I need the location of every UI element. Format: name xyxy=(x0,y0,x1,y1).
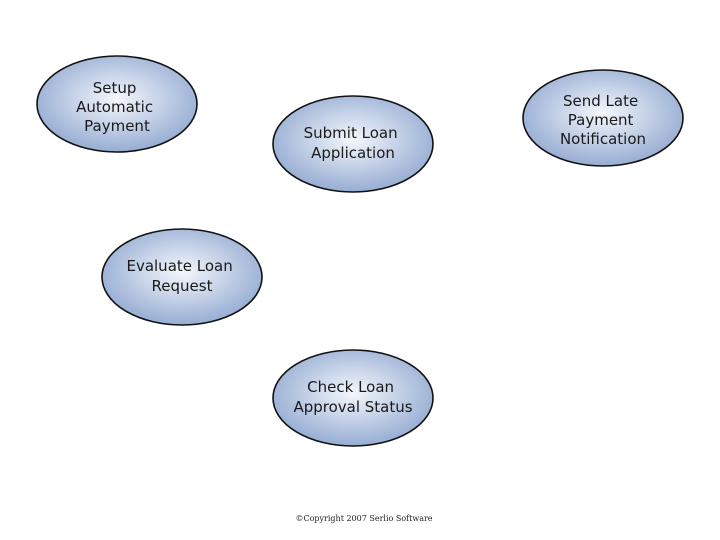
use-case-send-late-payment-notification[interactable]: Send Late Payment Notification xyxy=(522,69,684,167)
use-case-ellipse xyxy=(522,69,684,167)
label-line: Payment xyxy=(568,111,634,129)
use-case-label: Evaluate Loan Request xyxy=(126,257,237,295)
label-line: Evaluate Loan xyxy=(126,257,232,275)
copyright-footer: ©Copyright 2007 Serlio Software xyxy=(0,514,720,523)
use-case-label: Setup Automatic Payment xyxy=(76,79,158,135)
label-line: Automatic xyxy=(76,98,153,116)
use-case-submit-loan-application[interactable]: Submit Loan Application xyxy=(272,95,434,193)
label-line: Application xyxy=(311,144,395,162)
label-line: Approval Status xyxy=(293,398,412,416)
label-line: Submit Loan xyxy=(304,124,398,142)
copyright-text: ©Copyright 2007 Serlio Software xyxy=(295,514,433,523)
label-line: Request xyxy=(152,277,213,295)
use-case-setup-automatic-payment[interactable]: Setup Automatic Payment xyxy=(36,55,198,153)
use-case-check-loan-approval-status[interactable]: Check Loan Approval Status xyxy=(272,349,434,447)
use-case-label: Send Late Payment Notification xyxy=(560,92,646,148)
label-line: Notification xyxy=(560,130,646,148)
label-line: Check Loan xyxy=(307,378,394,396)
use-case-evaluate-loan-request[interactable]: Evaluate Loan Request xyxy=(101,228,263,326)
label-line: Send Late xyxy=(563,92,638,110)
use-case-label: Submit Loan Application xyxy=(304,124,403,162)
use-case-ellipse xyxy=(101,228,263,326)
label-line: Setup xyxy=(93,79,137,97)
use-case-ellipse xyxy=(272,349,434,447)
use-case-label: Check Loan Approval Status xyxy=(293,378,412,416)
use-case-ellipse xyxy=(36,55,198,153)
use-case-ellipse xyxy=(272,95,434,193)
label-line: Payment xyxy=(84,117,150,135)
